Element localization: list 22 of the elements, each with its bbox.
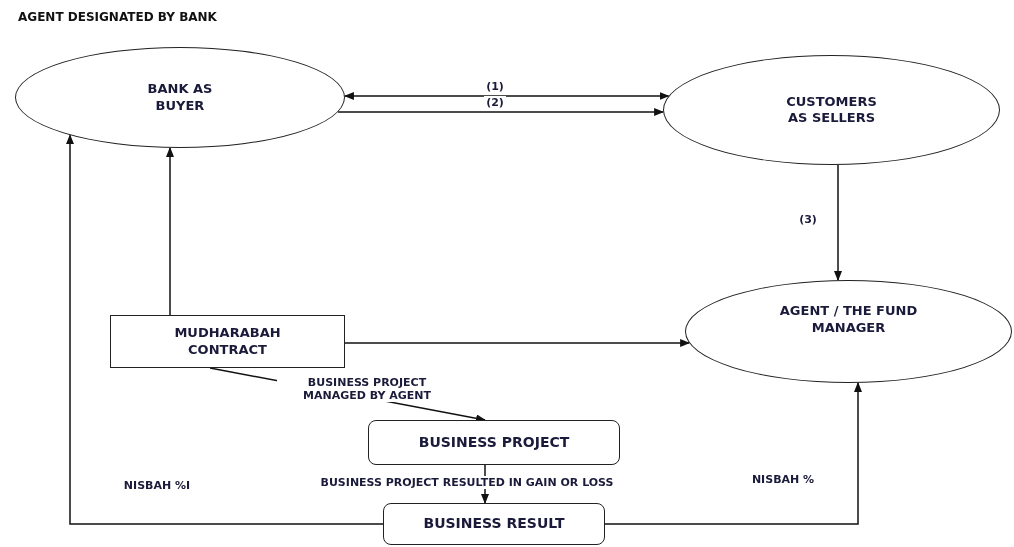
- node-text: CUSTOMERS AS SELLERS: [785, 93, 878, 127]
- node-text: MUDHARABAH CONTRACT: [173, 325, 282, 358]
- arrow: [344, 339, 691, 347]
- arrow: [166, 146, 174, 316]
- process-box: [368, 420, 620, 465]
- node-text: BUSINESS RESULT: [423, 515, 565, 533]
- edge-label: BUSINESS PROJECT RESULTED IN GAIN OR LOSS: [318, 476, 616, 489]
- edge-label: NISBAH %I: [121, 479, 193, 492]
- arrow: [66, 134, 384, 525]
- process-box: [383, 503, 605, 545]
- edge-label: (2): [484, 96, 506, 109]
- node-text: AGENT / THE FUND MANAGER: [778, 303, 919, 336]
- arrow: [604, 381, 862, 525]
- node-text: BUSINESS PROJECT: [418, 433, 570, 452]
- arrow: [343, 92, 670, 100]
- arrow: [337, 108, 665, 116]
- arrow: [834, 164, 842, 282]
- edge-label: (3): [797, 213, 819, 226]
- edge-label: (1): [484, 80, 506, 93]
- node-text: BANK AS BUYER: [146, 81, 214, 114]
- diagram-title: AGENT DESIGNATED BY BANK: [18, 9, 217, 26]
- process-box: [110, 315, 345, 368]
